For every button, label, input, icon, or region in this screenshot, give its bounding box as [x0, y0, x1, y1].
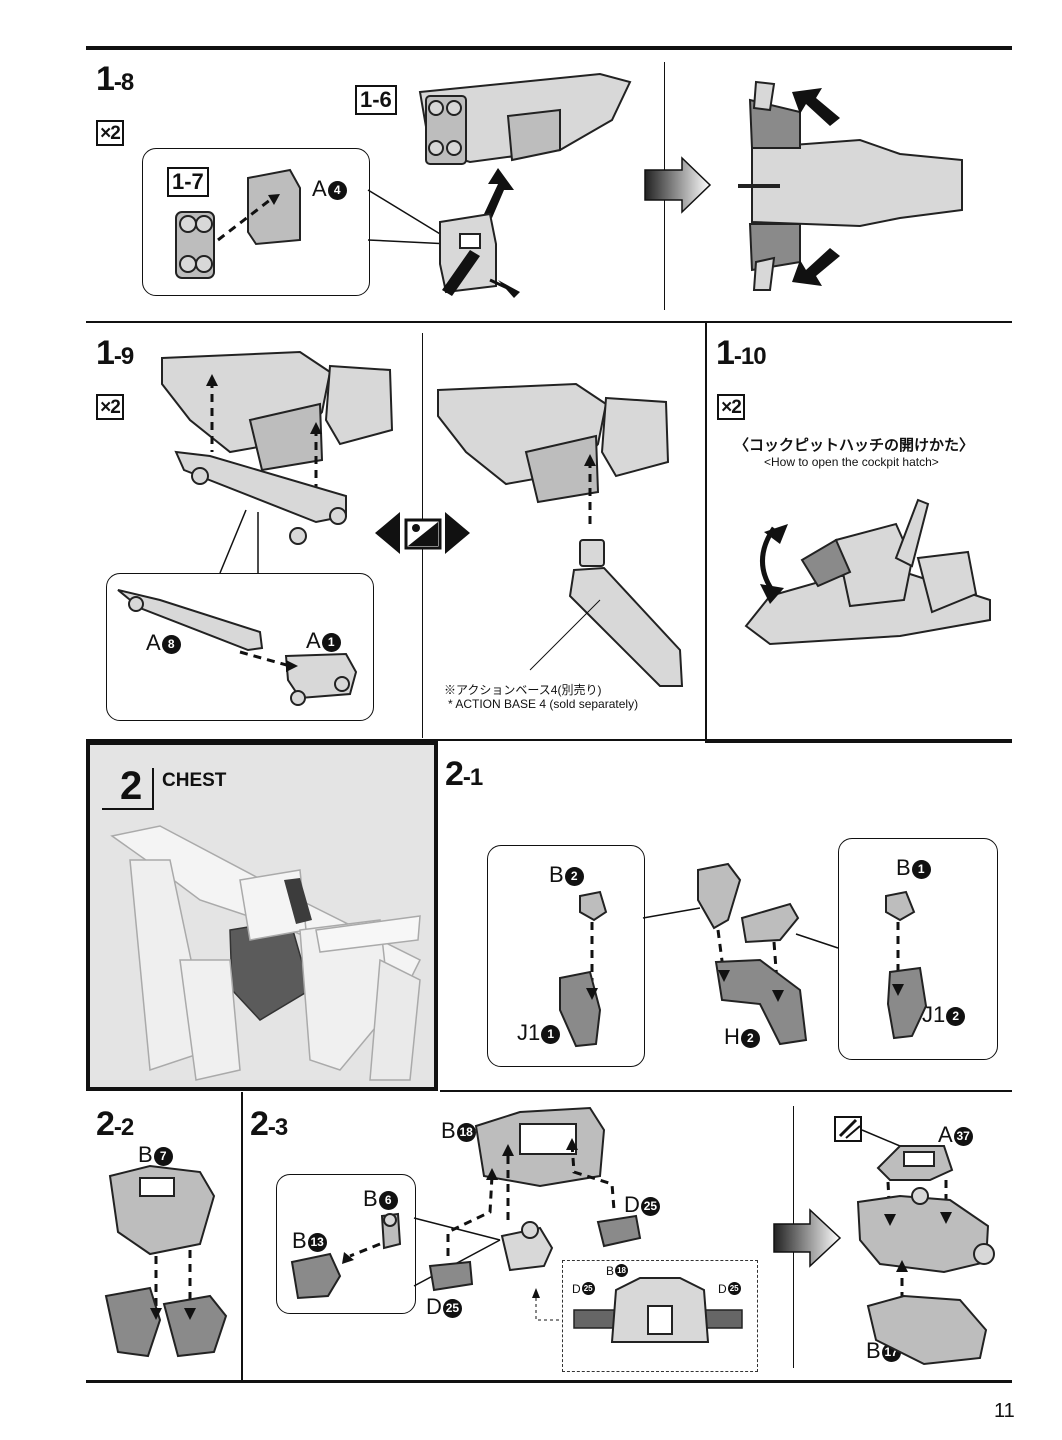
bottom-rule: [86, 1380, 1012, 1383]
step-2-number: 2: [120, 764, 142, 808]
cut-nipper-icon: [834, 1116, 862, 1142]
page-number: 11: [994, 1400, 1015, 1422]
bubble-pointer-1-9: [117, 509, 358, 706]
illus-2-2: [104, 1164, 228, 1358]
rule-row2-bottom-left: [86, 739, 706, 741]
chest-number-underline: [102, 808, 154, 810]
cockpit-caption-jp: 〈コックピットハッチの開けかた〉: [734, 437, 975, 454]
illus-1-8-engine-block: [175, 72, 632, 298]
step-1-9-multiplier: ×2: [96, 394, 124, 420]
top-rule: [86, 46, 1012, 50]
rule-row4-split-a: [241, 1092, 243, 1382]
swap-arrows-icon: [375, 512, 470, 554]
illus-1-9-right-assembly: [437, 382, 684, 687]
arrow-right-icon: [773, 1208, 842, 1268]
step-1-10-number: 1-10: [716, 334, 767, 372]
illus-1-10-cockpit: [744, 498, 991, 646]
step-2-3-number: 2-3: [250, 1105, 288, 1143]
ref-box-1-6: 1-6: [355, 85, 397, 115]
bubble-pointer-1-8: [367, 189, 451, 245]
rule-row1-bottom: [86, 321, 1012, 323]
rule-row3-bottom: [440, 1090, 1012, 1092]
step-1-8-multiplier: ×2: [96, 120, 124, 146]
step-1-9-number: 1-9: [96, 334, 134, 372]
illus-1-9-left-assembly: [161, 350, 394, 545]
step-2-2-number: 2-2: [96, 1105, 134, 1143]
illus-2-1: [559, 862, 928, 1048]
cockpit-caption-en: <How to open the cockpit hatch>: [764, 455, 939, 469]
step-1-8-number: 1-8: [96, 60, 134, 98]
step-2-1-number: 2-1: [445, 755, 483, 793]
step-1-10-multiplier: ×2: [717, 394, 745, 420]
illus-2-3-result: [838, 1118, 995, 1366]
action-base-note-jp: ※アクションベース4(別売り): [444, 683, 602, 697]
ref-box-1-7: 1-7: [167, 167, 209, 197]
arrow-right-icon: [644, 156, 712, 214]
rule-row2-bottom: [705, 739, 1012, 743]
chest-number-divider: [152, 768, 154, 810]
step-2-3-inset-box: [562, 1260, 758, 1372]
illus-1-8-result-wings: [738, 80, 963, 291]
rule-row2-split-b: [705, 323, 707, 741]
action-base-note-en: * ACTION BASE 4 (sold separately): [448, 697, 639, 711]
chest-title: CHEST: [162, 770, 227, 791]
illus-2-3: [290, 1106, 743, 1343]
chest-photo-figure: [110, 825, 422, 1081]
